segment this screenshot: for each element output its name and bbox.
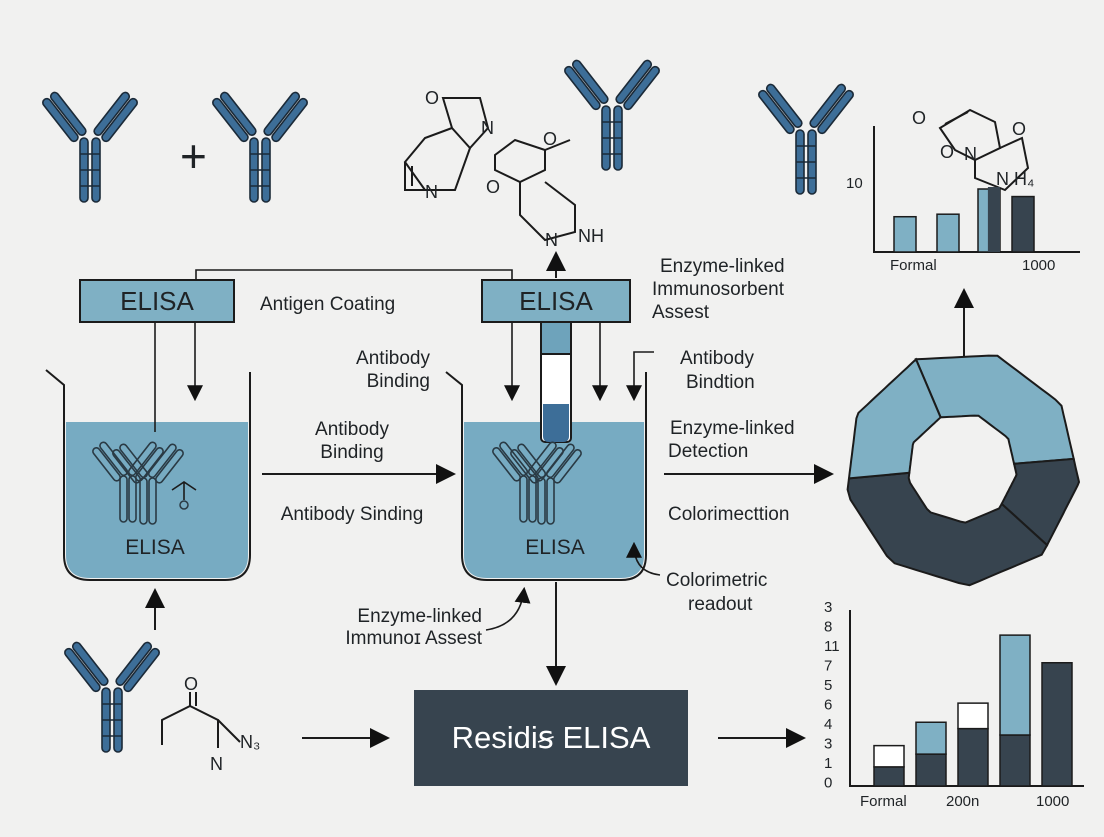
atom-label: NH <box>578 226 604 246</box>
antibody-icon <box>756 82 856 195</box>
atom-label: O <box>425 88 439 108</box>
bar <box>915 721 947 755</box>
bar <box>1011 195 1035 253</box>
bar <box>957 727 989 787</box>
label-colorimetric-readout-a: Colorimetric <box>666 570 767 591</box>
atom-label: O <box>940 142 954 162</box>
antibody-icon <box>40 90 140 203</box>
chemical-structure-3: O O N O N H₄ <box>912 108 1034 192</box>
label-antibody-sinding: Antibody Sinding <box>281 504 424 525</box>
bar <box>999 634 1031 736</box>
label-antibody-binding-2a: Antibody <box>315 419 389 440</box>
label-immuno-assest-a: Enzyme-linked <box>357 606 482 627</box>
label-antibody-bindtion-b: Bindtion <box>686 372 755 393</box>
chemical-structure-4: O N₃ N <box>161 674 260 774</box>
label-elisa-def-2: Immunosorbent <box>652 279 785 300</box>
x-tick-label: Formal <box>890 257 937 274</box>
label-enzyme-detection-b: Detection <box>668 441 748 462</box>
label-antibody-binding-2b: Binding <box>320 442 383 463</box>
y-tick-label: 6 <box>824 697 832 714</box>
atom-label: O <box>184 674 198 694</box>
atom-label: H₄ <box>1014 169 1034 189</box>
antibody-icon <box>210 90 310 203</box>
y-tick-label: 3 <box>824 736 832 753</box>
atom-label: N₃ <box>240 732 260 752</box>
x-tick-label: 1000 <box>1036 793 1069 810</box>
atom-label: O <box>486 177 500 197</box>
bar <box>957 702 989 730</box>
label-colorimection: Colorimecttion <box>668 504 789 525</box>
donut-slice <box>847 357 942 480</box>
bar <box>1041 662 1073 787</box>
y-tick-label: 1 <box>824 755 832 772</box>
donut-chart <box>846 354 1081 587</box>
result-box <box>414 690 688 786</box>
beaker-center-label: ELISA <box>525 536 585 559</box>
elisa-box-center <box>481 279 631 323</box>
atom-label: N <box>964 144 977 164</box>
atom-label: O <box>912 108 926 128</box>
atom-label: O <box>543 129 557 149</box>
elisa-box-center-label: ELISA <box>519 286 593 316</box>
bar <box>873 744 905 768</box>
x-tick-label: 200n <box>946 793 979 810</box>
label-antigen-coating: Antigen Coating <box>260 294 395 315</box>
donut-slice <box>914 354 1075 465</box>
y-tick-label: 4 <box>824 716 832 733</box>
plus-sign: + <box>180 130 207 182</box>
label-immuno-assest-b: Immunoɪ Assest <box>345 628 482 649</box>
elisa-box-left <box>79 279 235 323</box>
bar <box>999 734 1031 787</box>
chemical-structure-1: O N N <box>403 88 494 202</box>
atom-label: N <box>545 230 558 250</box>
y-tick-label: 8 <box>824 619 832 636</box>
y-tick-label: 5 <box>824 677 832 694</box>
result-box-label: Residiꞩ ELISA <box>452 720 651 755</box>
atom-label: N <box>996 169 1009 189</box>
atom-label: N <box>425 182 438 202</box>
x-tick-label: 1000 <box>1022 257 1055 274</box>
chemical-structure-2: O O N NH <box>486 129 604 250</box>
bar <box>936 213 960 253</box>
label-antibody-bindtion-a: Antibody <box>680 348 754 369</box>
bar <box>915 753 947 787</box>
y-tick-label: 10 <box>846 175 863 192</box>
bar <box>893 215 917 253</box>
atom-label: O <box>1012 119 1026 139</box>
label-antibody-binding-1a: Antibody <box>356 348 430 369</box>
label-elisa-def-3: Assest <box>652 302 710 323</box>
label-enzyme-detection-a: Enzyme-linked <box>670 418 795 439</box>
label-elisa-def-1: Enzyme-linked <box>660 256 785 277</box>
bar-overlay <box>987 187 1000 252</box>
antibody-icon <box>62 640 162 753</box>
label-colorimetric-readout-b: readout <box>688 594 753 615</box>
beaker-center: ELISA <box>445 321 654 581</box>
beaker-left-label: ELISA <box>125 536 185 559</box>
antibody-icon <box>562 58 662 171</box>
atom-label: N <box>210 754 223 774</box>
bar <box>873 766 905 787</box>
y-tick-label: 0 <box>824 775 832 792</box>
beaker-left: ELISA <box>45 322 251 581</box>
elisa-box-left-label: ELISA <box>120 286 194 316</box>
label-antibody-binding-1b: Binding <box>367 371 430 392</box>
atom-label: N <box>481 118 494 138</box>
x-tick-label: Formal <box>860 793 907 810</box>
y-tick-label: 11 <box>824 638 840 655</box>
y-tick-label: 3 <box>824 599 832 616</box>
y-tick-label: 7 <box>824 658 832 675</box>
